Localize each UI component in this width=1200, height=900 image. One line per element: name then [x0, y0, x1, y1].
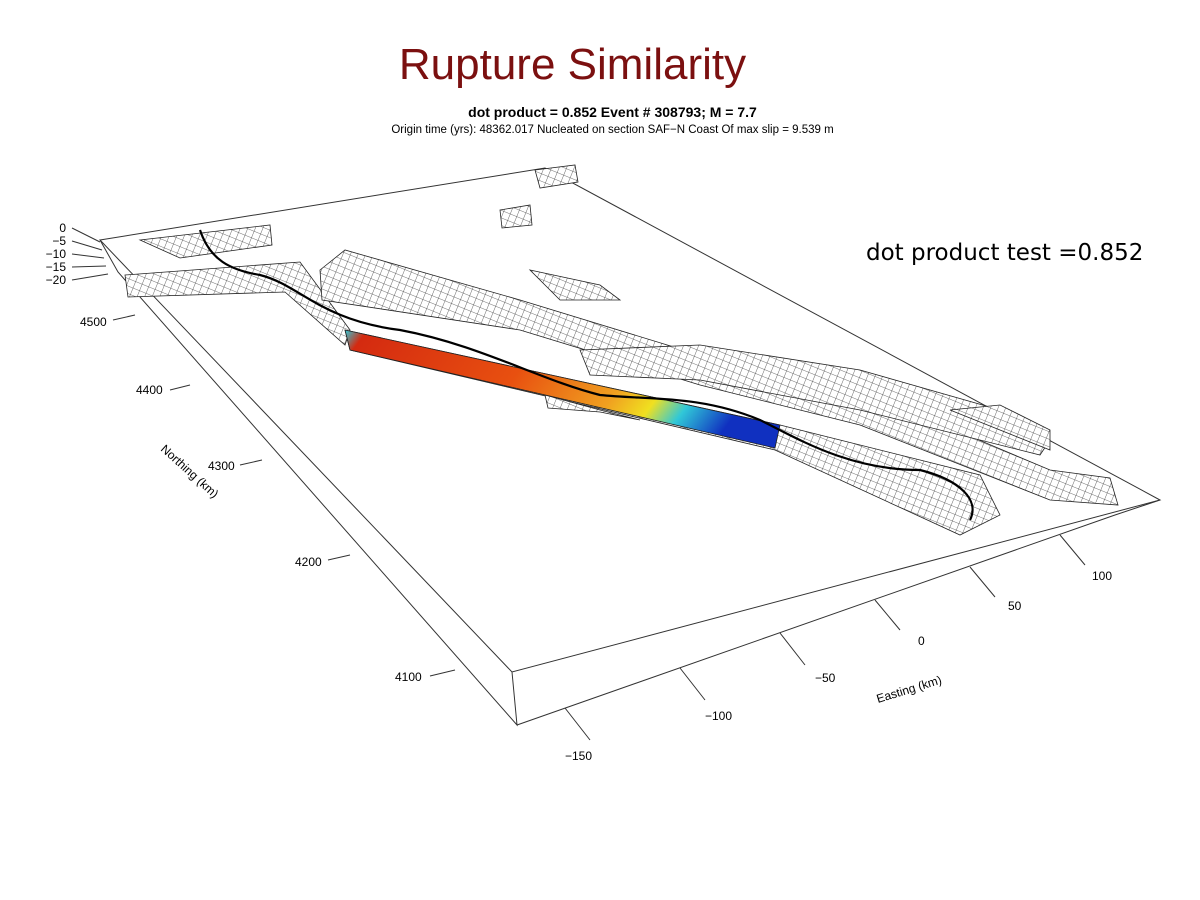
x-tick: −50 — [815, 671, 836, 685]
z-tick: −10 — [46, 247, 67, 261]
coastline — [198, 229, 974, 521]
northing-axis: 4500 4400 4300 4200 4100 Northing (km) — [80, 314, 456, 684]
x-tick: −150 — [565, 749, 592, 763]
x-tick: 0 — [918, 634, 925, 648]
x-tick: −100 — [705, 709, 732, 723]
easting-axis: −150 −100 −50 0 50 100 Easting (km) — [564, 534, 1112, 763]
slide-title: Rupture Similarity — [398, 40, 747, 89]
depth-axis: 0 −5 −10 −15 −20 — [46, 221, 109, 287]
plot-subtitle: Origin time (yrs): 48362.017 Nucleated o… — [391, 124, 834, 136]
z-tick: −15 — [46, 260, 67, 274]
y-tick: 4400 — [136, 383, 163, 397]
bounding-box — [98, 167, 1162, 727]
y-tick: 4300 — [208, 459, 235, 473]
fault-sections — [124, 164, 1119, 536]
x-tick: 100 — [1092, 569, 1112, 583]
x-axis-label: Easting (km) — [875, 673, 944, 706]
y-tick: 4100 — [395, 670, 422, 684]
dot-product-annotation: dot product test =0.852 — [866, 240, 1144, 266]
z-tick: 0 — [59, 221, 66, 235]
z-tick: −20 — [46, 273, 67, 287]
plot-title: dot product = 0.852 Event # 308793; M = … — [468, 104, 757, 120]
x-tick: 50 — [1008, 599, 1022, 613]
y-tick: 4200 — [295, 555, 322, 569]
z-tick: −5 — [52, 234, 66, 248]
y-tick: 4500 — [80, 315, 107, 329]
rupture-slip-patch — [344, 329, 781, 449]
